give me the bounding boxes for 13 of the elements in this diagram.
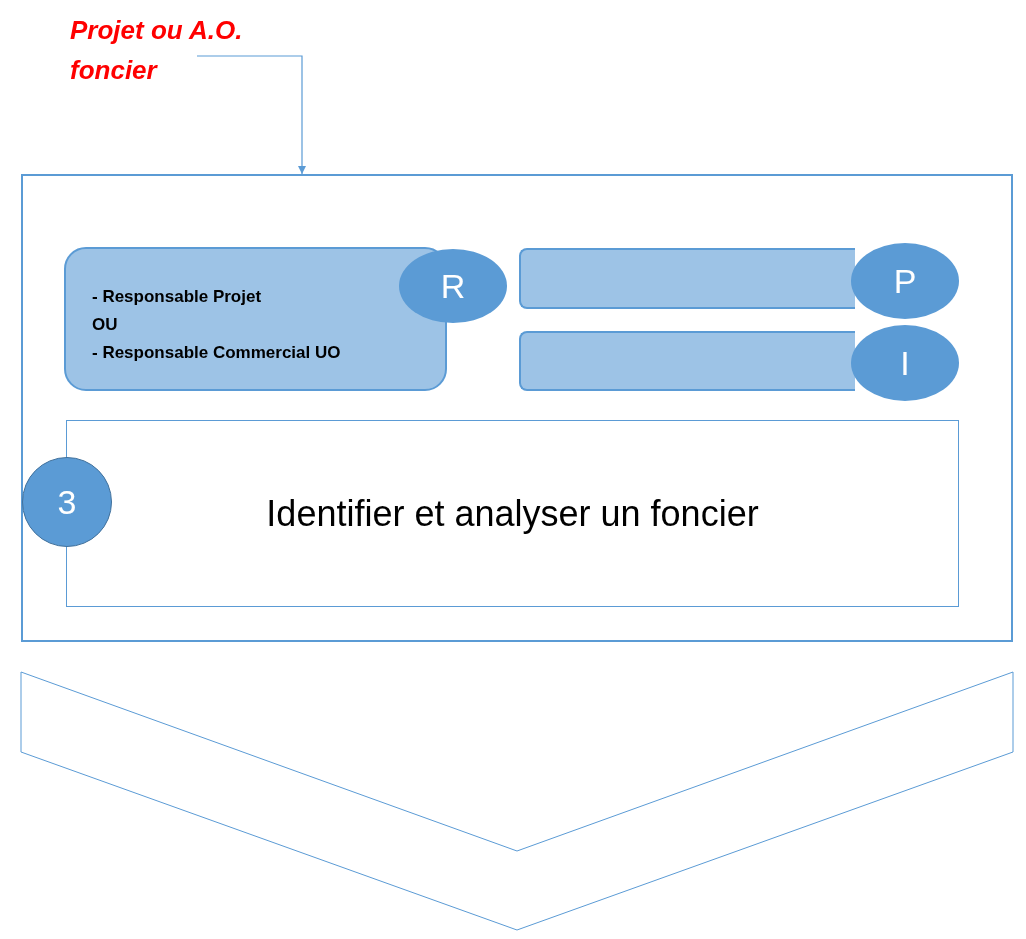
arrow [196, 55, 306, 175]
role-text: - Responsable Projet [92, 286, 262, 308]
role-letter: P [893, 261, 917, 301]
role-text: OU [92, 314, 118, 336]
role-bar [519, 248, 855, 309]
role-text: - Responsable Commercial UO [92, 342, 341, 364]
input-label-text: Projet ou A.O. foncier [70, 14, 244, 87]
role-letter: I [900, 343, 910, 383]
process-frame [21, 174, 1013, 642]
role-letter: R [440, 266, 466, 306]
process-title: Identifier et analyser un foncier [266, 492, 759, 535]
role-bar [519, 331, 855, 391]
step-number: 3 [57, 482, 77, 522]
